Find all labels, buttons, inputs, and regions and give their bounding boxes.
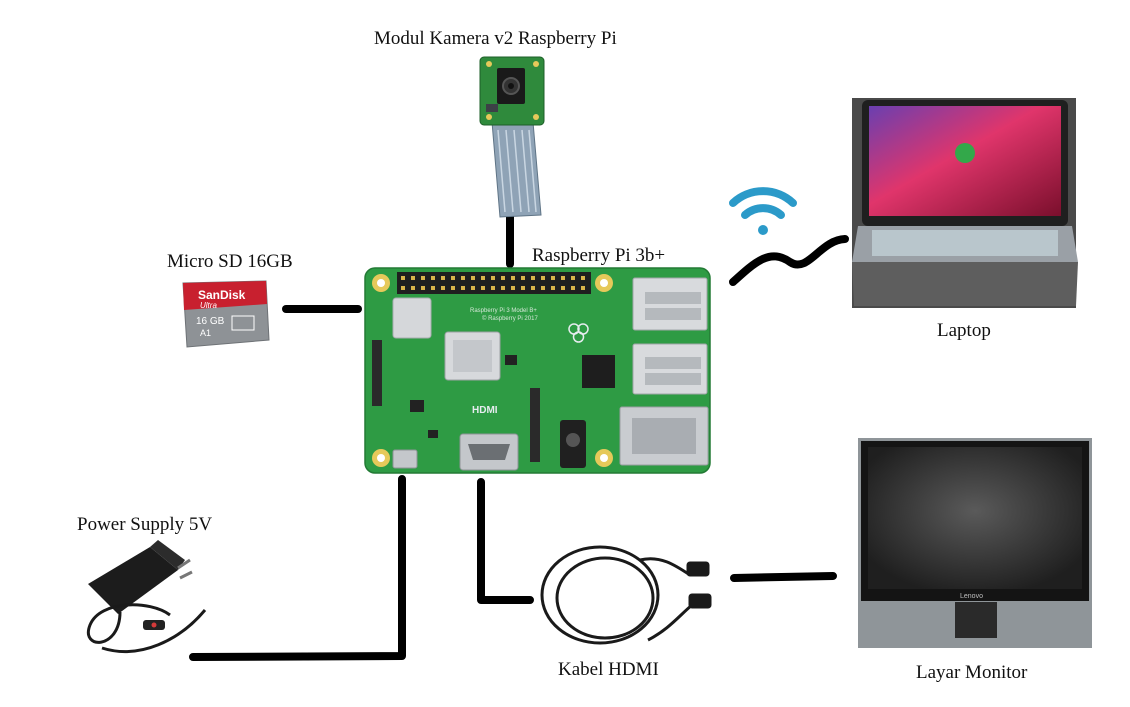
connector-power xyxy=(189,475,406,661)
board-copyright-text: © Raspberry Pi 2017 xyxy=(482,315,538,322)
raspberry-logo xyxy=(568,323,589,343)
hdmi-cable-photo xyxy=(540,545,712,645)
label-hdmi-cable: Kabel HDMI xyxy=(558,659,659,680)
connector-lines xyxy=(189,209,849,661)
connector-hdmi xyxy=(477,478,534,604)
monitor-photo: Lenovo xyxy=(858,438,1092,648)
label-monitor: Layar Monitor xyxy=(916,662,1028,683)
monitor-brand: Lenovo xyxy=(960,593,983,600)
wifi-icon xyxy=(729,187,797,235)
sd-class: A1 xyxy=(200,328,211,338)
micro-sd-card: SanDisk Ultra 16 GB A1 xyxy=(182,280,270,348)
board-model-text: Raspberry Pi 3 Model B+ xyxy=(470,308,537,314)
raspberry-pi-board: Raspberry Pi 3 Model B+ © Raspberry Pi 2… xyxy=(364,267,711,474)
camera-module xyxy=(479,56,545,218)
board-hdmi-text: HDMI xyxy=(472,405,498,416)
power-supply-photo xyxy=(86,540,207,653)
sd-line: Ultra xyxy=(200,301,217,310)
label-camera-module: Modul Kamera v2 Raspberry Pi xyxy=(374,28,617,49)
sd-capacity: 16 GB xyxy=(196,316,225,327)
label-micro-sd: Micro SD 16GB xyxy=(167,251,293,272)
label-raspberry-pi: Raspberry Pi 3b+ xyxy=(532,245,666,266)
connector-monitor xyxy=(730,572,837,582)
label-power-supply: Power Supply 5V xyxy=(77,514,213,535)
sd-brand: SanDisk xyxy=(198,288,246,302)
laptop-photo xyxy=(852,98,1078,308)
label-laptop: Laptop xyxy=(937,320,991,341)
connector-wireless-wave xyxy=(729,235,849,286)
